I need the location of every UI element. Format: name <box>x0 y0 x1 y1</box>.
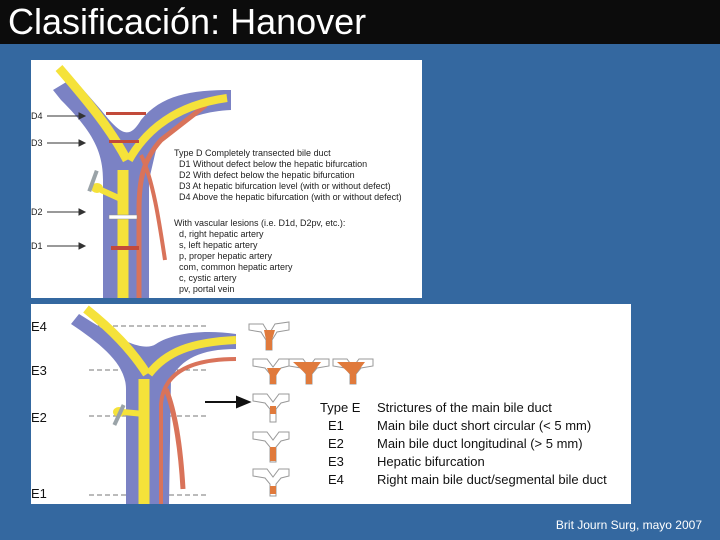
hepatic-artery <box>136 103 208 298</box>
left-hepatic-duct <box>55 65 131 163</box>
type-d-panel: D4 D3 D2 D1 Type D Completely transected… <box>31 60 422 298</box>
type-d-illustration <box>47 65 231 298</box>
type-d-item-d2: D2 With defect below the hepatic bifurca… <box>179 170 355 180</box>
lesion-d3 <box>109 140 139 143</box>
type-e-heading-code: Type E <box>320 400 361 415</box>
vascular-item: com, common hepatic artery <box>179 262 293 272</box>
stricture-diagrams <box>248 321 374 497</box>
lesion-d4 <box>106 112 146 115</box>
slide-title: Clasificación: Hanover <box>8 1 367 42</box>
type-e-code-e3: E3 <box>328 454 344 469</box>
cystic-artery <box>139 154 167 261</box>
type-e-code-e4: E4 <box>328 472 344 487</box>
cystic-stump <box>91 183 103 193</box>
vascular-item: d, right hepatic artery <box>179 229 264 239</box>
vascular-heading: With vascular lesions (i.e. D1d, D2pv, e… <box>174 218 346 228</box>
type-e-text-e1: Main bile duct short circular (< 5 mm) <box>377 418 592 433</box>
level-label-d1: D1 <box>31 241 43 251</box>
type-d-item-d1: D1 Without defect below the hepatic bifu… <box>179 159 368 169</box>
level-label-e3: E3 <box>31 363 47 378</box>
title-bar: Clasificación: Hanover <box>0 0 720 44</box>
level-label-d3: D3 <box>31 138 43 148</box>
right-hepatic-duct <box>125 94 228 163</box>
cystic-duct <box>122 409 145 417</box>
type-e-heading-text: Strictures of the main bile duct <box>377 400 552 415</box>
hepatic-artery <box>159 357 237 504</box>
clip <box>87 169 99 193</box>
type-e-panel: E4 E3 E2 E1 Type E Strictures of the mai… <box>31 304 631 504</box>
arrows-d <box>47 112 87 250</box>
lesion-d1 <box>111 246 139 250</box>
level-label-d2: D2 <box>31 207 43 217</box>
left-hepatic-duct <box>83 305 151 377</box>
type-e-code-e1: E1 <box>328 418 344 433</box>
cystic-duct <box>99 187 125 203</box>
vascular-item: s, left hepatic artery <box>179 240 258 250</box>
type-d-item-d3: D3 At hepatic bifurcation level (with or… <box>179 181 391 191</box>
type-e-text-e2: Main bile duct longitudinal (> 5 mm) <box>377 436 583 451</box>
arrow-e <box>205 395 252 409</box>
cystic-artery <box>163 388 186 490</box>
vascular-item: c, cystic artery <box>179 273 237 283</box>
level-label-e2: E2 <box>31 410 47 425</box>
vascular-item: pv, portal vein <box>179 284 235 294</box>
right-hepatic-duct <box>145 336 237 377</box>
source-credit: Brit Journ Surg, mayo 2007 <box>555 518 702 532</box>
portal-vein <box>71 314 236 504</box>
lesion-d2 <box>108 214 138 220</box>
type-e-text-e3: Hepatic bifurcation <box>377 454 485 469</box>
type-e-text-e4: Right main bile duct/segmental bile duct <box>377 472 607 487</box>
type-d-item-d4: D4 Above the hepatic bifurcation (with o… <box>179 192 402 202</box>
level-label-d4: D4 <box>31 111 43 121</box>
type-e-illustration <box>71 305 374 504</box>
type-d-heading: Type D Completely transected bile duct <box>174 148 331 158</box>
level-label-e4: E4 <box>31 319 47 334</box>
clip <box>112 404 126 426</box>
type-e-code-e2: E2 <box>328 436 344 451</box>
level-label-e1: E1 <box>31 486 47 501</box>
vascular-item: p, proper hepatic artery <box>179 251 273 261</box>
